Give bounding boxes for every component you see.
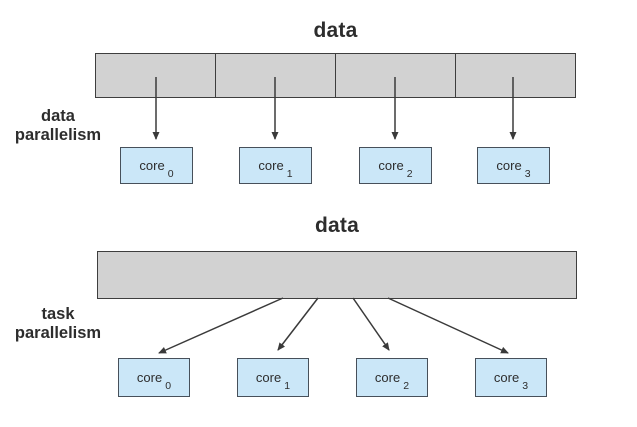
data-segment-2 xyxy=(336,54,456,97)
core-name: core xyxy=(136,370,163,385)
data-parallelism-label-line1: data xyxy=(41,107,75,125)
core-label: core0 xyxy=(136,370,171,391)
arrow-data-core1 xyxy=(277,297,319,351)
core-index: 2 xyxy=(406,167,413,180)
task-parallelism-title: data xyxy=(315,214,359,237)
core-label: core3 xyxy=(496,158,530,179)
core-name: core xyxy=(496,158,522,173)
core-box-bottom-3: core3 xyxy=(475,358,547,397)
task-parallelism-label-line1: task xyxy=(41,305,75,323)
core-box-top-3: core3 xyxy=(477,147,550,184)
core-box-bottom-0: core0 xyxy=(118,358,190,397)
data-segment-1 xyxy=(216,54,336,97)
task-parallelism-label: task parallelism xyxy=(4,305,112,343)
data-bar-solid xyxy=(97,251,577,299)
core-box-top-1: core1 xyxy=(239,147,312,184)
arrow-data-core2 xyxy=(352,297,390,351)
core-index: 1 xyxy=(286,167,293,180)
core-name: core xyxy=(378,158,404,173)
arrow-data-core3 xyxy=(387,297,509,354)
core-index: 0 xyxy=(167,167,174,180)
core-index: 0 xyxy=(165,379,172,392)
core-label: core0 xyxy=(139,158,173,179)
arrow-data-core0 xyxy=(158,297,284,354)
core-label: core2 xyxy=(378,158,412,179)
core-index: 3 xyxy=(522,379,529,392)
core-name: core xyxy=(139,158,165,173)
core-label: core1 xyxy=(258,158,292,179)
data-segment-3 xyxy=(456,54,575,97)
core-box-bottom-1: core1 xyxy=(237,358,309,397)
data-parallelism-label: data parallelism xyxy=(4,107,112,145)
core-box-top-2: core2 xyxy=(359,147,432,184)
data-parallelism-title: data xyxy=(313,19,358,42)
core-label: core2 xyxy=(374,370,409,391)
data-segment-0 xyxy=(96,54,216,97)
core-name: core xyxy=(258,158,284,173)
core-name: core xyxy=(374,370,401,385)
data-segment-whole xyxy=(98,252,576,298)
task-parallelism-label-line2: parallelism xyxy=(14,324,102,342)
core-box-top-0: core0 xyxy=(120,147,193,184)
core-label: core3 xyxy=(493,370,528,391)
core-box-bottom-2: core2 xyxy=(356,358,428,397)
data-bar-segmented xyxy=(95,53,576,98)
core-name: core xyxy=(493,370,520,385)
data-parallelism-label-line2: parallelism xyxy=(14,126,102,144)
core-label: core1 xyxy=(255,370,290,391)
core-index: 3 xyxy=(524,167,531,180)
task-parallelism-arrows xyxy=(158,297,509,354)
core-index: 2 xyxy=(403,379,410,392)
core-name: core xyxy=(255,370,282,385)
core-index: 1 xyxy=(284,379,291,392)
